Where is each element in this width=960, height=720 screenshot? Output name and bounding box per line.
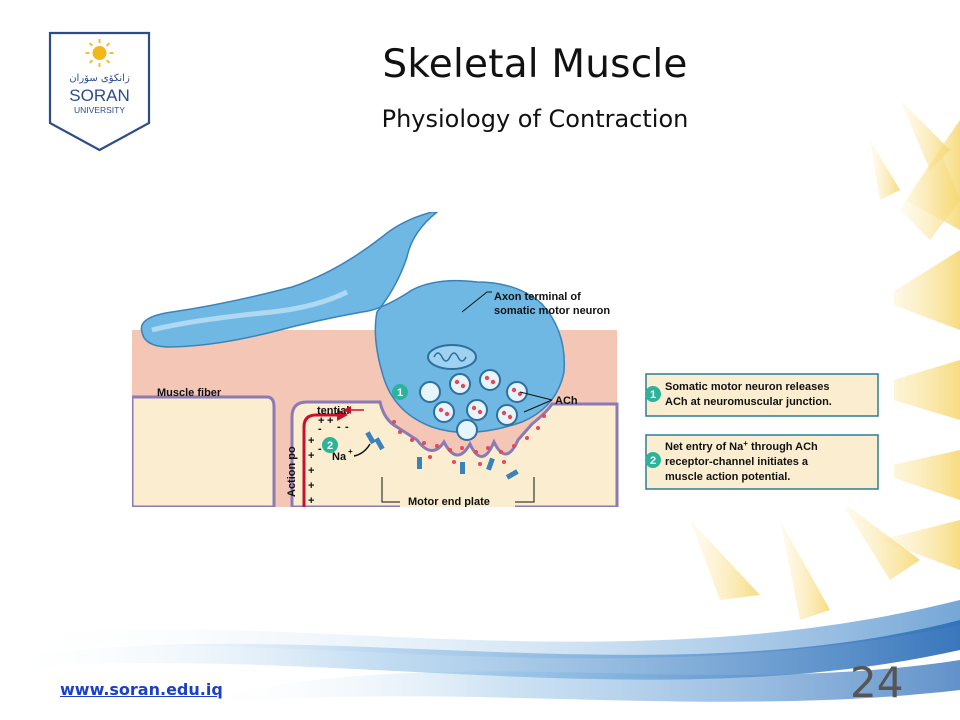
ach-receptor-channels bbox=[365, 431, 519, 480]
action-potential-label-part1: Action po bbox=[286, 446, 298, 497]
logo-name-line1: SORAN bbox=[69, 86, 129, 105]
step-1-number: 1 bbox=[650, 389, 656, 401]
na-influx-arrow bbox=[353, 443, 371, 457]
released-ach-dots bbox=[392, 414, 546, 466]
step-1-line2: ACh at neuromuscular junction. bbox=[665, 396, 832, 408]
diagram-step-badge-1: 1 bbox=[392, 384, 408, 400]
svg-text:+: + bbox=[318, 415, 324, 427]
step-1-line1: Somatic motor neuron releases bbox=[665, 381, 829, 393]
step-2-line1: Net entry of Na+ through ACh bbox=[665, 439, 818, 453]
na-label: Na bbox=[332, 451, 347, 463]
sun-rays bbox=[690, 100, 960, 620]
ach-molecules-in-vesicles bbox=[438, 375, 523, 420]
footer-website-link[interactable]: www.soran.edu.iq bbox=[60, 680, 223, 699]
muscle-fiber-label: Muscle fiber bbox=[157, 387, 222, 399]
ach-label: ACh bbox=[555, 395, 578, 407]
step-2-number: 2 bbox=[650, 455, 656, 467]
svg-text:1: 1 bbox=[397, 387, 403, 399]
membrane-charges: +++++ -- ++ -- bbox=[308, 415, 349, 507]
svg-text:+: + bbox=[308, 465, 314, 477]
slide-subtitle: Physiology of Contraction bbox=[381, 105, 689, 133]
svg-text:+: + bbox=[308, 450, 314, 462]
svg-text:+: + bbox=[308, 495, 314, 507]
logo-kurdish-text: زانكۆی سۆران bbox=[69, 73, 130, 84]
svg-text:+: + bbox=[327, 415, 333, 427]
axon-terminal-label-line1: Axon terminal of bbox=[494, 291, 581, 303]
step-2-line2: receptor-channel initiates a bbox=[665, 456, 809, 468]
svg-text:+: + bbox=[308, 435, 314, 447]
neuromuscular-junction-diagram: Action po tential +++++ -- ++ -- bbox=[132, 212, 894, 507]
svg-text:-: - bbox=[318, 443, 322, 455]
diagram-step-badge-2: 2 bbox=[322, 437, 338, 453]
na-superscript: + bbox=[348, 447, 353, 456]
svg-text:-: - bbox=[345, 421, 349, 433]
logo-name-line2: UNIVERSITY bbox=[74, 105, 125, 115]
slide-title: Skeletal Muscle bbox=[382, 42, 688, 87]
svg-text:2: 2 bbox=[327, 440, 333, 452]
svg-text:-: - bbox=[337, 421, 341, 433]
sun-emblem bbox=[85, 39, 114, 67]
svg-text:+: + bbox=[308, 480, 314, 492]
step-box-1: 1 Somatic motor neuron releases ACh at n… bbox=[645, 373, 879, 417]
axon-terminal-label-line2: somatic motor neuron bbox=[494, 305, 610, 317]
svg-text:-: - bbox=[318, 423, 322, 435]
synaptic-vesicles bbox=[419, 369, 528, 441]
step-2-line3: muscle action potential. bbox=[665, 471, 790, 483]
action-potential-label-part2: tential bbox=[317, 405, 349, 417]
motor-end-plate-label: Motor end plate bbox=[408, 496, 490, 507]
soran-university-logo: زانكۆی سۆران SORAN UNIVERSITY bbox=[48, 31, 151, 152]
action-potential-arrow: Action po tential bbox=[286, 405, 364, 507]
step-box-2: 2 Net entry of Na+ through ACh receptor-… bbox=[645, 434, 879, 490]
page-number: 24 bbox=[850, 658, 904, 707]
bottom-swooshes bbox=[0, 600, 960, 705]
mitochondrion bbox=[427, 344, 477, 370]
